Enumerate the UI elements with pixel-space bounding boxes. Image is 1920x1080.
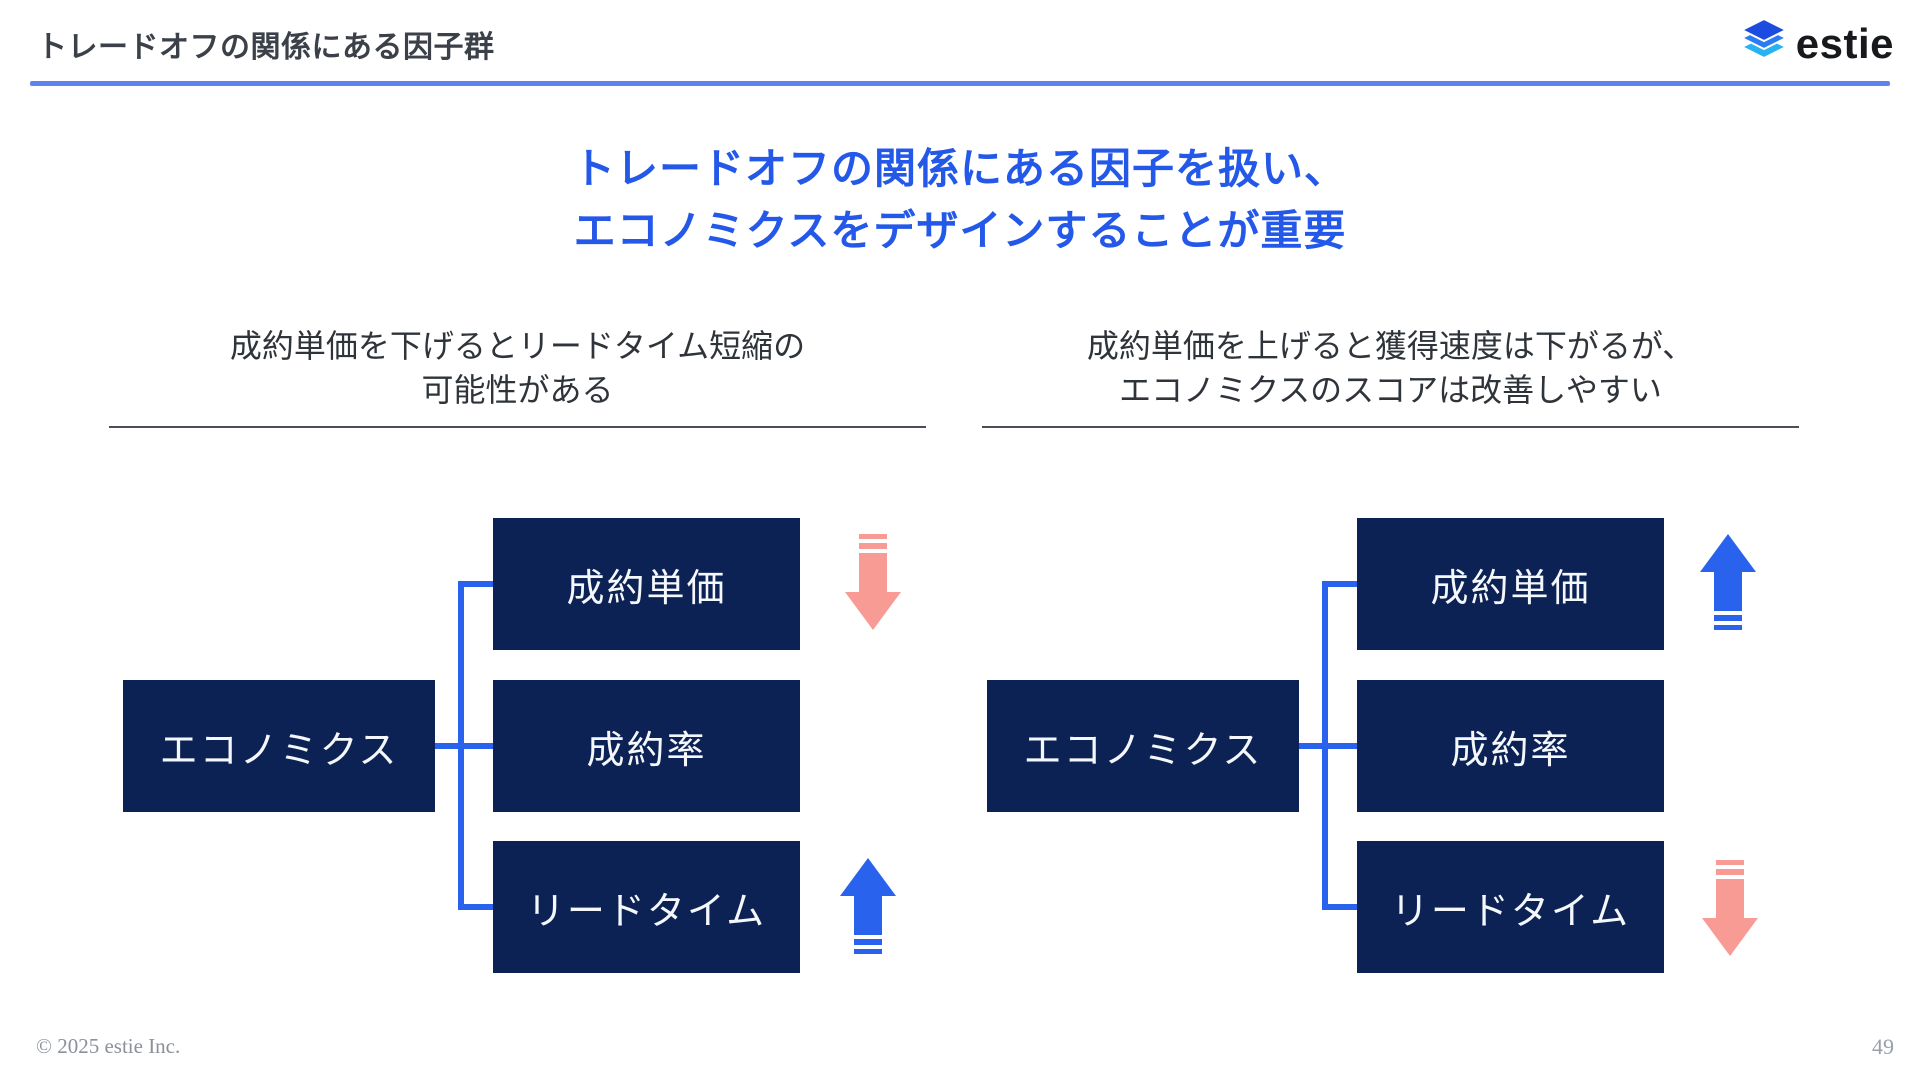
up-arrow-icon (840, 858, 896, 954)
left-factor-box-lead-time: リードタイム (493, 841, 800, 973)
main-title-line2: エコノミクスをデザインすることが重要 (573, 207, 1347, 254)
right-factor-box-close-rate: 成約率 (1357, 680, 1664, 812)
down-arrow-icon (845, 534, 901, 630)
page-title: トレードオフの関係にある因子群 (37, 31, 495, 64)
right-connector-stub-top (1322, 581, 1360, 587)
left-factor-box-unit-price: 成約単価 (493, 518, 800, 650)
footer-copyright: © 2025 estie Inc. (36, 1034, 181, 1058)
estie-logo: estie (1739, 17, 1894, 69)
left-factor-box-close-rate: 成約率 (493, 680, 800, 812)
up-arrow-icon (1700, 534, 1756, 630)
page-number: 49 (1872, 1034, 1894, 1059)
left-connector-stub-bottom (458, 904, 496, 910)
main-title: トレードオフの関係にある因子を扱い、 エコノミクスをデザインすることが重要 (0, 138, 1920, 262)
left-panel-heading-line1: 成約単価を下げるとリードタイム短縮の (229, 328, 806, 364)
left-connector-stub-middle (435, 743, 495, 749)
right-connector-stub-middle (1299, 743, 1359, 749)
header-divider (30, 81, 1890, 86)
down-arrow-icon (1702, 860, 1758, 956)
right-connector-stub-bottom (1322, 904, 1360, 910)
main-title-line1: トレードオフの関係にある因子を扱い、 (572, 145, 1347, 192)
left-economics-box: エコノミクス (123, 680, 435, 812)
logo-text: estie (1795, 19, 1894, 67)
right-panel-heading-line1: 成約単価を上げると獲得速度は下がるが、 (1086, 328, 1695, 364)
logo-layers-icon (1739, 17, 1789, 69)
right-panel-heading-line2: エコノミクスのスコアは改善しやすい (1119, 372, 1662, 408)
left-panel-heading: 成約単価を下げるとリードタイム短縮の 可能性がある (109, 324, 926, 428)
right-factor-box-unit-price: 成約単価 (1357, 518, 1664, 650)
right-economics-box: エコノミクス (987, 680, 1299, 812)
left-connector-stub-top (458, 581, 496, 587)
right-panel-heading: 成約単価を上げると獲得速度は下がるが、 エコノミクスのスコアは改善しやすい (982, 324, 1799, 428)
left-panel-heading-line2: 可能性がある (421, 372, 614, 408)
right-factor-box-lead-time: リードタイム (1357, 841, 1664, 973)
